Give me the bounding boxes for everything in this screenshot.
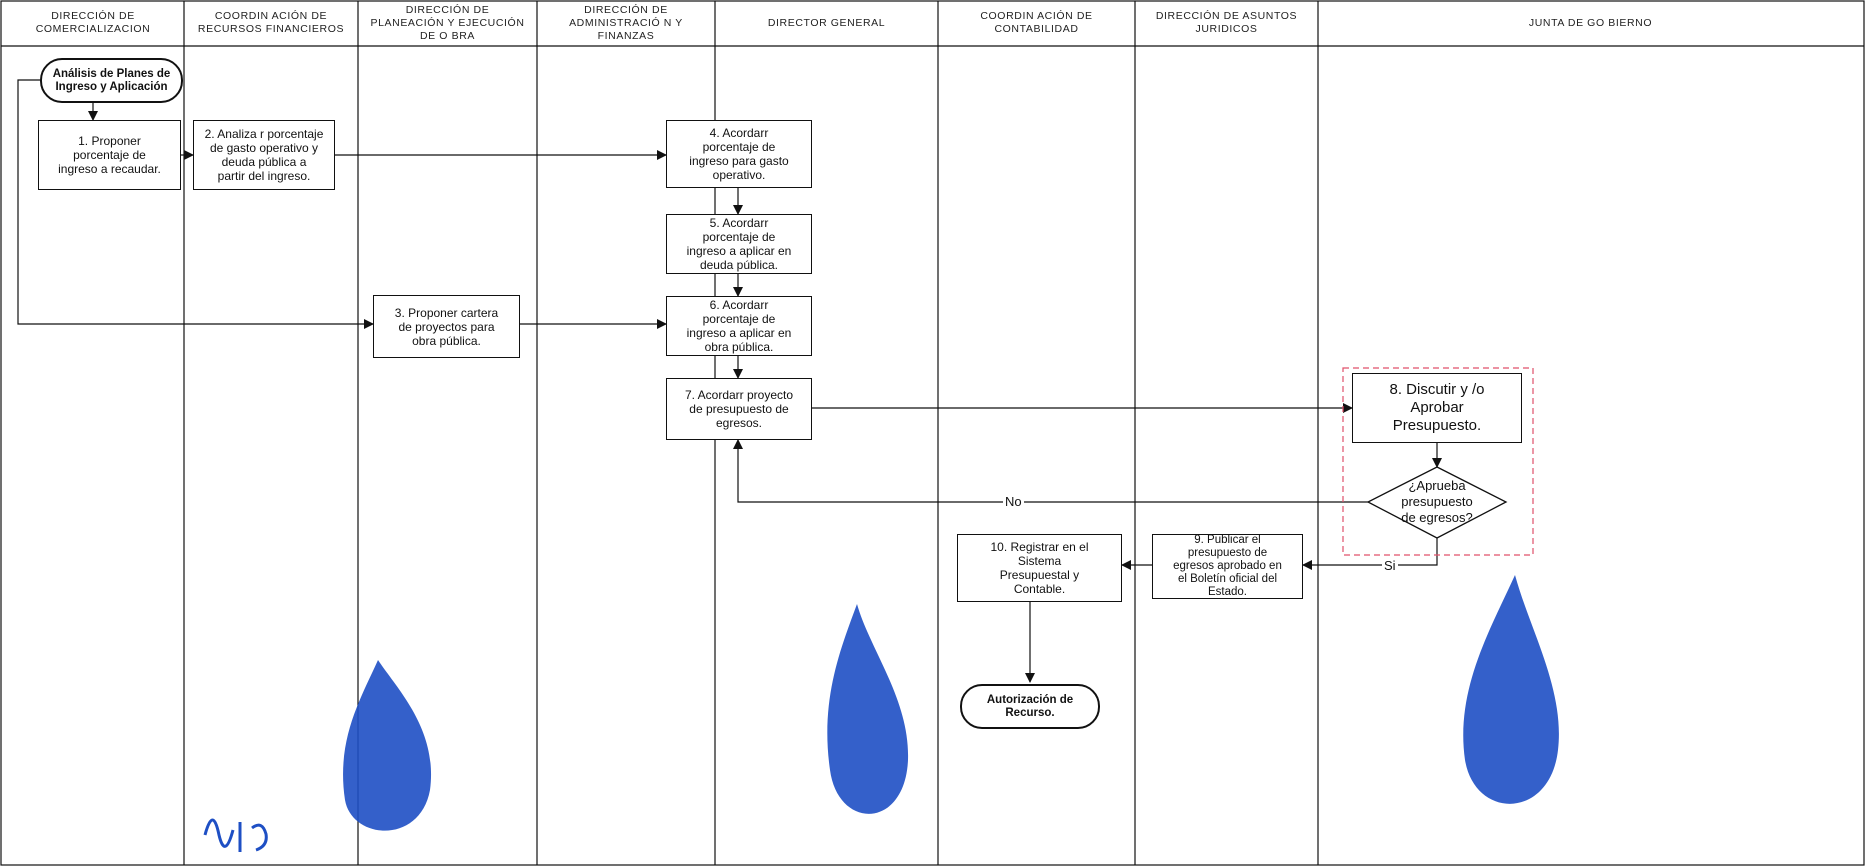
lane-header-planeacion: DIRECCIÓN DE PLANEACIÓN Y EJECUCIÓN DE O… — [370, 3, 525, 42]
step-7-box: 7. Acordarr proyecto de presupuesto de e… — [666, 378, 812, 440]
step-2-box: 2. Analiza r porcentaje de gasto operati… — [193, 120, 335, 190]
lane-header-asuntos-juridicos: DIRECCIÓN DE ASUNTOS JURIDICOS — [1155, 10, 1298, 35]
end-terminal: Autorización de Recurso. — [960, 684, 1100, 729]
step-1-box: 1. Proponer porcentaje de ingreso a reca… — [38, 120, 181, 190]
decision-diamond-text: ¿Aprueba presupuesto de egresos? — [1401, 478, 1473, 525]
start-terminal: Análisis de Planes de Ingreso y Aplicaci… — [40, 58, 183, 103]
step-6-box: 6. Acordarr porcentaje de ingreso a apli… — [666, 296, 812, 356]
lane-header-director-general: DIRECTOR GENERAL — [767, 16, 886, 29]
step-5-box: 5. Acordarr porcentaje de ingreso a apli… — [666, 214, 812, 274]
no-branch-label: No — [1003, 494, 1024, 509]
lane-header-comercializacion: DIRECCIÓN DE COMERCIALIZACION — [35, 10, 151, 35]
step-4-box: 4. Acordarr porcentaje de ingreso para g… — [666, 120, 812, 188]
step-9-box: 9. Publicar el presupuesto de egresos ap… — [1152, 534, 1303, 599]
lane-header-recursos-financieros: COORDIN ACIÓN DE RECURSOS FINANCIEROS — [197, 10, 345, 35]
lane-header-contabilidad: COORDIN ACIÓN DE CONTABILIDAD — [980, 10, 1093, 35]
lane-header-administracion: DIRECCIÓN DE ADMINISTRACIÓ N Y FINANZAS — [569, 3, 683, 42]
step-8-box: 8. Discutir y /o Aprobar Presupuesto. — [1352, 373, 1522, 443]
step-10-box: 10. Registrar en el Sistema Presupuestal… — [957, 534, 1122, 602]
lane-header-junta-gobierno: JUNTA DE GO BIERNO — [1528, 16, 1653, 29]
yes-branch-label: Si — [1382, 558, 1398, 573]
step-3-box: 3. Proponer cartera de proyectos para ob… — [373, 295, 520, 358]
